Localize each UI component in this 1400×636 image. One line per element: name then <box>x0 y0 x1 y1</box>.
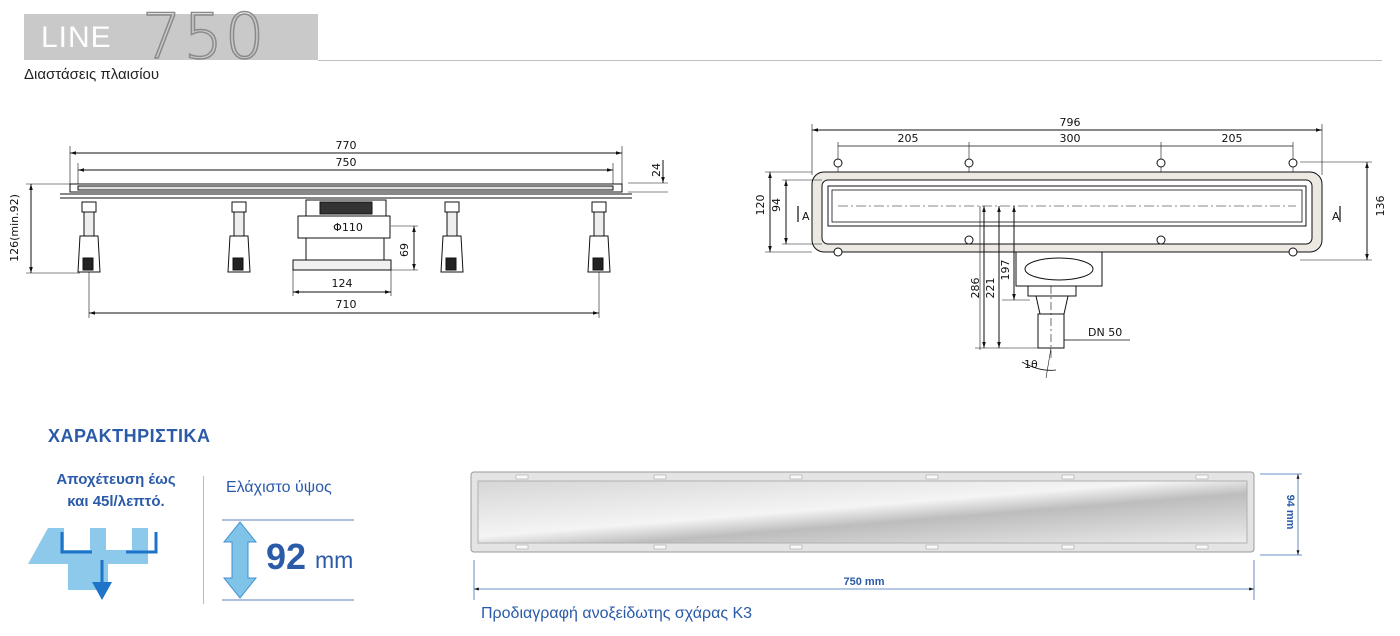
dim-300: 300 <box>1060 132 1081 145</box>
feature-divider <box>203 476 204 604</box>
dim-796: 796 <box>1060 116 1081 129</box>
dim-124: 124 <box>332 277 353 290</box>
dim-750: 750 <box>336 156 357 169</box>
title-banner <box>24 14 318 60</box>
dim-710: 710 <box>336 298 357 311</box>
grate-photo: 750 mm 94 mm <box>470 471 1302 600</box>
grate-spec: Προδιαγραφή ανοξείδωτης σχάρας K3 <box>481 605 753 622</box>
side-view-drawing <box>26 146 668 318</box>
dim-205-left: 205 <box>898 132 919 145</box>
grate-height-label: 94 mm <box>1284 495 1296 530</box>
page-subtitle: Διαστάσεις πλαισίου <box>24 66 160 83</box>
dim-205-right: 205 <box>1222 132 1243 145</box>
dim-770: 770 <box>336 139 357 152</box>
drain-flow-icon <box>28 528 158 600</box>
drainage-line-2: και 45l/λεπτό. <box>67 493 165 510</box>
dim-69: 69 <box>398 243 411 257</box>
section-a-right: A <box>1332 210 1340 223</box>
section-a-left: A <box>802 210 810 223</box>
header-divider <box>318 60 1382 61</box>
drainage-line-1: Αποχέτευση έως <box>56 471 176 488</box>
dim-dn50: DN 50 <box>1088 326 1122 339</box>
dim-286: 286 <box>969 278 982 299</box>
top-view-labels: 796 205 300 205 120 94 136 A A 286 221 1… <box>754 116 1387 371</box>
drainage-capacity: Αποχέτευση έως και 45l/λεπτό. <box>36 469 196 513</box>
series-name: LINE <box>41 21 112 54</box>
min-height-label: Ελάχιστο ύψος <box>226 479 332 496</box>
double-arrow-icon <box>222 519 354 601</box>
min-height-unit: mm <box>315 547 354 573</box>
dim-136: 136 <box>1374 196 1387 217</box>
grate-width-label: 750 mm <box>844 576 885 588</box>
dim-94: 94 <box>770 198 783 212</box>
dim-221: 221 <box>984 278 997 299</box>
dim-pipe: Φ110 <box>333 221 363 234</box>
dim-197: 197 <box>999 260 1012 281</box>
dim-120: 120 <box>754 195 767 216</box>
side-view-labels: 770 750 24 126(min.92) Φ110 69 124 710 <box>8 139 663 311</box>
min-height-value: 92 <box>266 536 307 577</box>
top-view-drawing <box>765 124 1372 379</box>
features-title: ΧΑΡΑΚΤΗΡΙΣΤΙΚΑ <box>48 426 211 446</box>
dim-angle: 1θ <box>1024 358 1038 371</box>
model-number: 750 <box>141 0 267 74</box>
dim-126: 126(min.92) <box>8 194 21 262</box>
dim-24: 24 <box>650 163 663 177</box>
